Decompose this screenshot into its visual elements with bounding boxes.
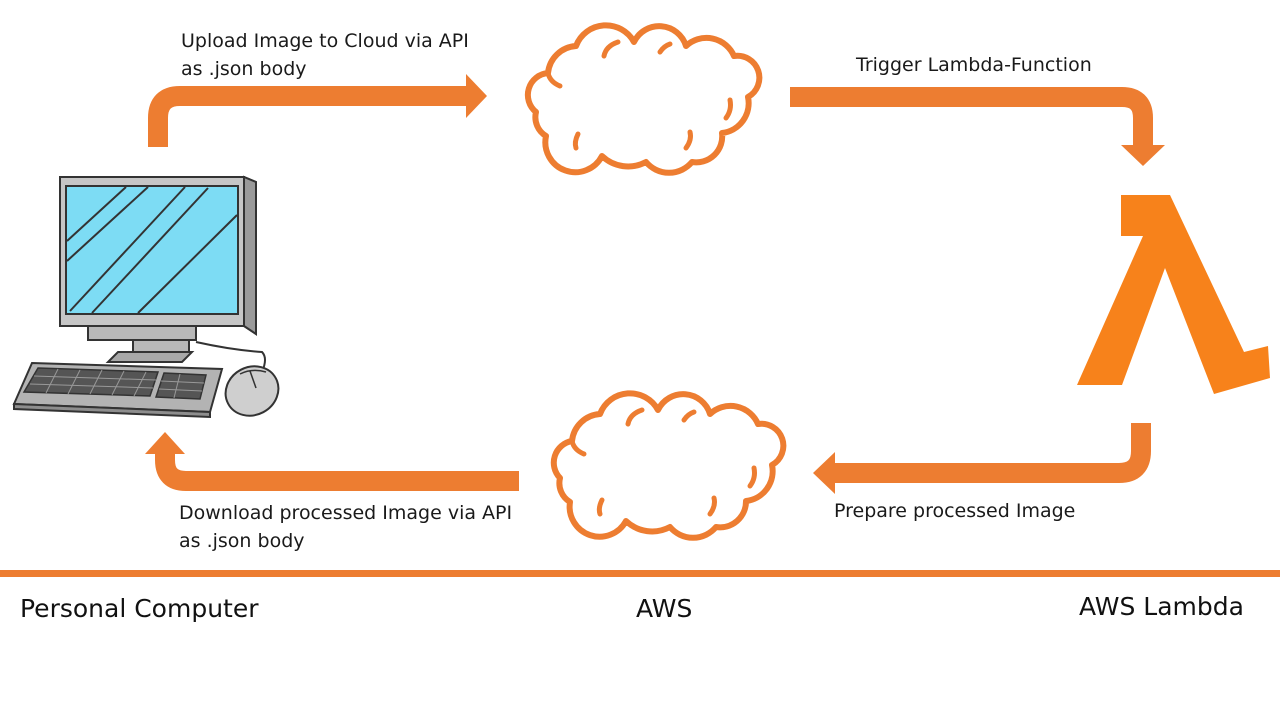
trigger-label-text: Trigger Lambda-Function — [856, 54, 1092, 76]
upload-arrow-head — [466, 74, 487, 118]
upload-label: Upload Image to Cloud via API as .json b… — [181, 27, 469, 83]
prepare-label-text: Prepare processed Image — [834, 500, 1076, 522]
download-arrow — [145, 432, 519, 491]
divider-line — [0, 570, 1280, 577]
download-arrow-shaft — [155, 452, 519, 491]
section-label-personal-computer: Personal Computer — [20, 594, 259, 623]
trigger-arrow-head — [1121, 145, 1165, 166]
download-label: Download processed Image via API as .jso… — [179, 499, 512, 555]
aws-lambda-icon — [1077, 195, 1270, 394]
desktop-computer-icon — [12, 175, 280, 419]
section-label-aws-lambda: AWS Lambda — [1079, 592, 1244, 621]
download-arrow-head — [145, 432, 185, 454]
download-label-line2: as .json body — [179, 530, 305, 552]
upload-label-line2: as .json body — [181, 58, 307, 80]
section-label-aws: AWS — [636, 594, 693, 623]
upload-label-line1: Upload Image to Cloud via API — [181, 30, 469, 52]
upload-arrow-shaft — [148, 86, 470, 147]
prepare-arrow-shaft — [833, 423, 1151, 483]
cloud-icon-top — [524, 22, 763, 176]
download-label-line1: Download processed Image via API — [179, 502, 513, 524]
screen-glare — [66, 186, 238, 314]
upload-arrow — [148, 74, 487, 147]
prepare-arrow-head — [813, 452, 835, 494]
trigger-label: Trigger Lambda-Function — [856, 51, 1092, 79]
prepare-arrow — [813, 423, 1151, 494]
trigger-arrow — [790, 87, 1165, 166]
prepare-label: Prepare processed Image — [834, 497, 1075, 525]
trigger-arrow-shaft — [790, 87, 1153, 148]
cloud-icon-bottom — [550, 390, 787, 541]
